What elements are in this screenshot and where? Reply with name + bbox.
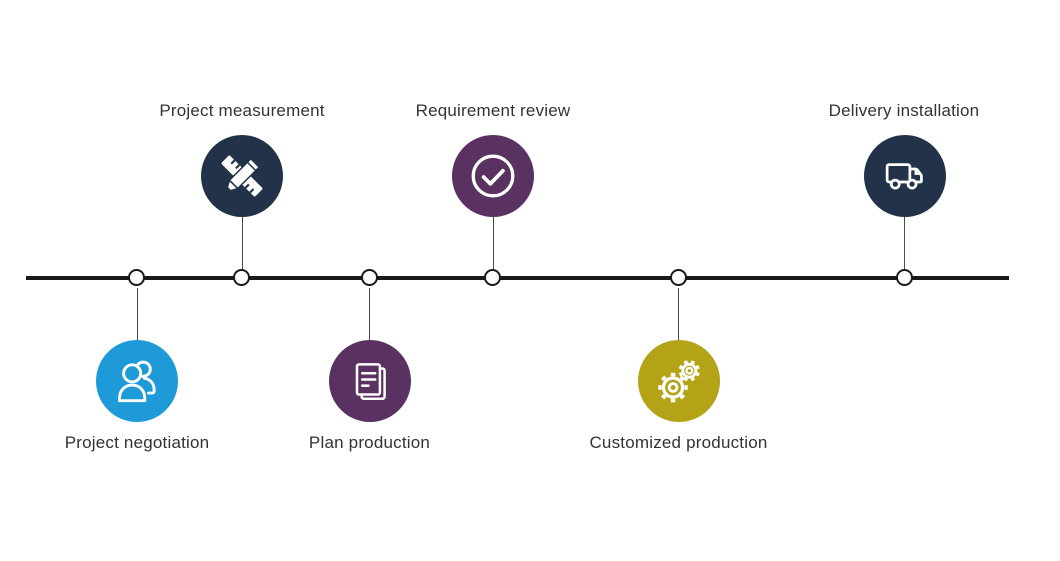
truck-icon xyxy=(885,163,923,190)
timeline-node xyxy=(895,269,913,286)
timeline-node xyxy=(360,269,378,286)
connector-line xyxy=(136,288,138,340)
connector-line xyxy=(492,217,494,269)
step-circle-delivery-installation xyxy=(863,135,946,217)
gears-icon xyxy=(657,360,700,403)
step-label: Customized production xyxy=(589,433,768,452)
connector-line xyxy=(369,288,370,340)
step-circle-project-measurement xyxy=(201,135,283,217)
timeline-node xyxy=(128,269,145,286)
connector-line xyxy=(241,217,243,269)
step-label: Requirement review xyxy=(415,101,571,120)
documents-icon xyxy=(355,363,386,400)
step-label: Project measurement xyxy=(159,101,325,120)
check-circle-icon xyxy=(471,154,515,198)
step-circle-plan-production xyxy=(328,340,411,422)
step-label: Delivery installation xyxy=(828,101,980,120)
people-icon xyxy=(118,360,156,403)
timeline-node xyxy=(669,269,687,286)
connector-line xyxy=(678,288,679,340)
step-circle-project-negotiation xyxy=(96,340,178,422)
timeline-node xyxy=(233,269,250,286)
step-label: Project negotiation xyxy=(64,433,210,452)
timeline-node xyxy=(484,269,501,286)
step-label: Plan production xyxy=(308,433,431,452)
step-circle-customized-production xyxy=(637,340,720,422)
timeline-line xyxy=(26,276,1009,280)
ruler-pencil-icon xyxy=(221,155,263,197)
step-circle-requirement-review xyxy=(452,135,534,217)
connector-line xyxy=(904,217,905,269)
